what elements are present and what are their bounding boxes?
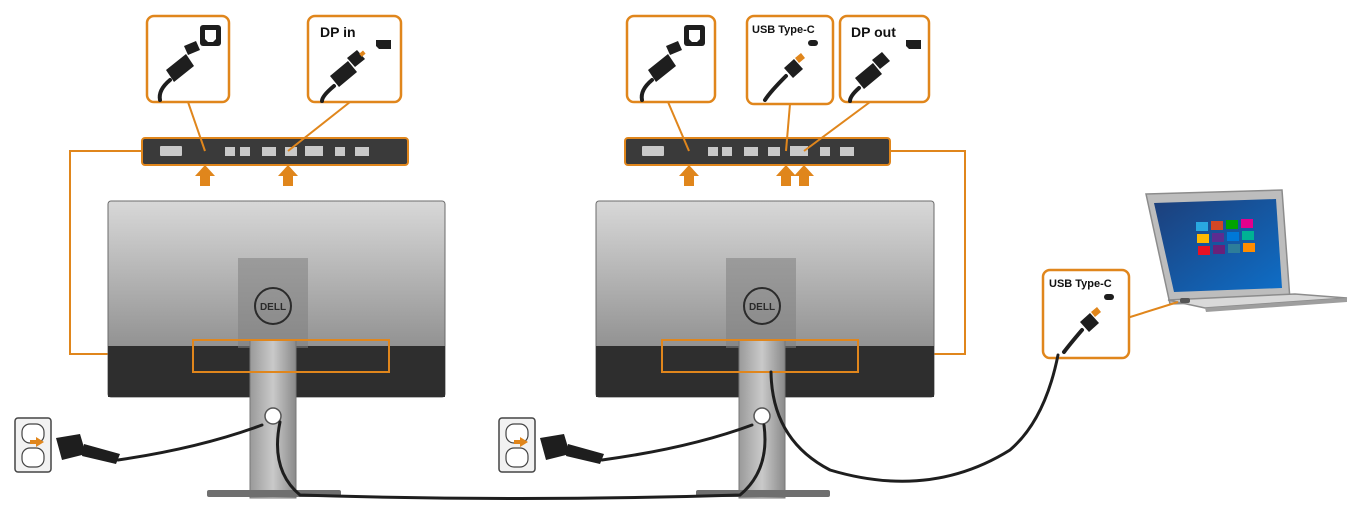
left-monitor-stand-neck xyxy=(238,258,308,348)
right-usbc-pointer xyxy=(785,103,791,152)
right-monitor-ports xyxy=(642,146,854,156)
left-power-arrow-icon xyxy=(195,165,215,186)
laptop-base-edge xyxy=(1205,298,1347,312)
right-monitor-stand-neck xyxy=(726,258,796,348)
right-monitor-dell-logo xyxy=(743,287,781,325)
dp-in-label: DP in xyxy=(320,24,356,40)
left-monitor-ports xyxy=(160,146,369,156)
power-plug-icon xyxy=(157,41,200,102)
laptop-pointer xyxy=(1126,301,1179,319)
left-monitor: DELL xyxy=(69,14,446,499)
right-dp-out-callout: DP out xyxy=(838,14,931,104)
left-monitor-logo-text: DELL xyxy=(260,302,286,313)
usb-c-downstream-cable xyxy=(769,353,1060,483)
left-power-plug-icon xyxy=(56,434,120,464)
right-dp-out-arrow-icon xyxy=(794,165,814,186)
cables xyxy=(116,353,1060,500)
displayport-port-icon xyxy=(376,40,391,49)
right-monitor-cable-hole xyxy=(753,407,771,425)
right-monitor-port-highlight xyxy=(661,339,859,373)
left-dp-in-callout: DP in xyxy=(306,14,403,104)
left-power-pointer xyxy=(187,101,206,152)
left-monitor-cable-hole xyxy=(264,407,282,425)
displayport-plug-icon xyxy=(320,50,366,103)
right-wall-outlet xyxy=(498,417,536,473)
laptop: USB Type-C xyxy=(1041,189,1348,360)
power-socket-icon xyxy=(684,25,705,46)
usb-c-label: USB Type-C xyxy=(752,24,815,36)
right-power-arrow-icon xyxy=(679,165,699,186)
usb-c-plug-icon xyxy=(1062,307,1101,354)
usb-c-port-icon xyxy=(808,40,818,46)
dp-chain-cable xyxy=(276,420,767,500)
laptop-usb-c-label: USB Type-C xyxy=(1049,278,1112,290)
left-monitor-dell-logo xyxy=(254,287,292,325)
right-power-pointer xyxy=(667,101,690,152)
usb-c-plug-icon xyxy=(763,53,805,102)
left-power-cable xyxy=(116,423,264,462)
left-monitor-port-highlight xyxy=(192,339,390,373)
power-plug-icon xyxy=(639,41,682,102)
right-monitor-logo-text: DELL xyxy=(749,302,775,313)
laptop-usb-c-port xyxy=(1180,298,1190,303)
right-power-callout xyxy=(625,14,717,104)
right-power-plug-icon xyxy=(540,434,604,464)
right-monitor: DELL xyxy=(595,14,966,499)
usb-c-port-icon xyxy=(1104,294,1114,300)
left-dp-arrow-icon xyxy=(278,165,298,186)
right-usbc-arrow-icon xyxy=(776,165,796,186)
right-dp-out-pointer xyxy=(803,101,871,152)
right-power-cable xyxy=(600,423,754,462)
displayport-plug-icon xyxy=(848,52,890,103)
laptop-usb-c-callout: USB Type-C xyxy=(1041,268,1131,360)
laptop-start-tiles xyxy=(1196,219,1255,255)
dp-out-label: DP out xyxy=(851,24,896,40)
left-dp-pointer xyxy=(287,101,351,152)
right-usb-c-callout: USB Type-C xyxy=(745,14,835,106)
displayport-port-icon xyxy=(906,40,921,49)
left-wall-outlet xyxy=(14,417,52,473)
left-power-callout xyxy=(145,14,231,104)
power-socket-icon xyxy=(200,25,221,46)
